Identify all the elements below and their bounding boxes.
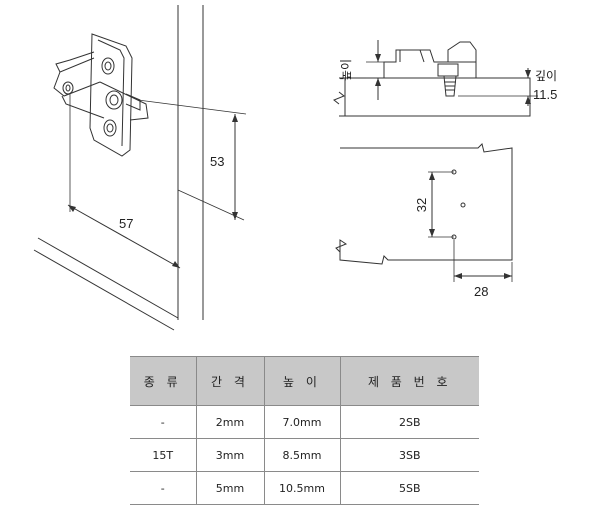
hinge-plate-drawing: 53 57 높이 깊이 11.5 32 28 [33, 5, 557, 331]
header-height: 높 이 [263, 356, 341, 406]
cell-type: 15T [130, 438, 197, 472]
header-product-number: 제 품 번 호 [339, 356, 479, 406]
header-spacing: 간 격 [195, 356, 265, 406]
dimension-32-label: 32 [414, 198, 429, 212]
cell-type: - [130, 471, 197, 505]
mounting-plate-illustration [53, 33, 149, 157]
cell-product-number: 2SB [339, 405, 479, 439]
dimension-11-5-label: 11.5 [533, 87, 557, 102]
header-type: 종 류 [130, 356, 197, 406]
height-label: 높이 [339, 59, 353, 81]
cell-spacing: 2mm [195, 405, 265, 439]
table-row: - 5mm 10.5mm 5SB [130, 471, 479, 505]
spec-table: 종 류 간 격 높 이 제 품 번 호 - 2mm 7.0mm 2SB 15T … [130, 356, 479, 505]
cell-spacing: 3mm [195, 438, 265, 472]
cell-height: 8.5mm [263, 438, 341, 472]
cell-height: 10.5mm [263, 471, 341, 505]
cell-type: - [130, 405, 197, 439]
spec-table-header: 종 류 간 격 높 이 제 품 번 호 [130, 356, 479, 406]
cell-spacing: 5mm [195, 471, 265, 505]
cell-product-number: 3SB [339, 438, 479, 472]
dimension-57-label: 57 [119, 216, 133, 231]
dimension-28-label: 28 [474, 284, 488, 299]
table-row: 15T 3mm 8.5mm 3SB [130, 438, 479, 472]
depth-label: 깊이 [535, 69, 557, 83]
dimension-53-label: 53 [210, 154, 224, 169]
cell-product-number: 5SB [339, 471, 479, 505]
cell-height: 7.0mm [263, 405, 341, 439]
table-row: - 2mm 7.0mm 2SB [130, 405, 479, 439]
